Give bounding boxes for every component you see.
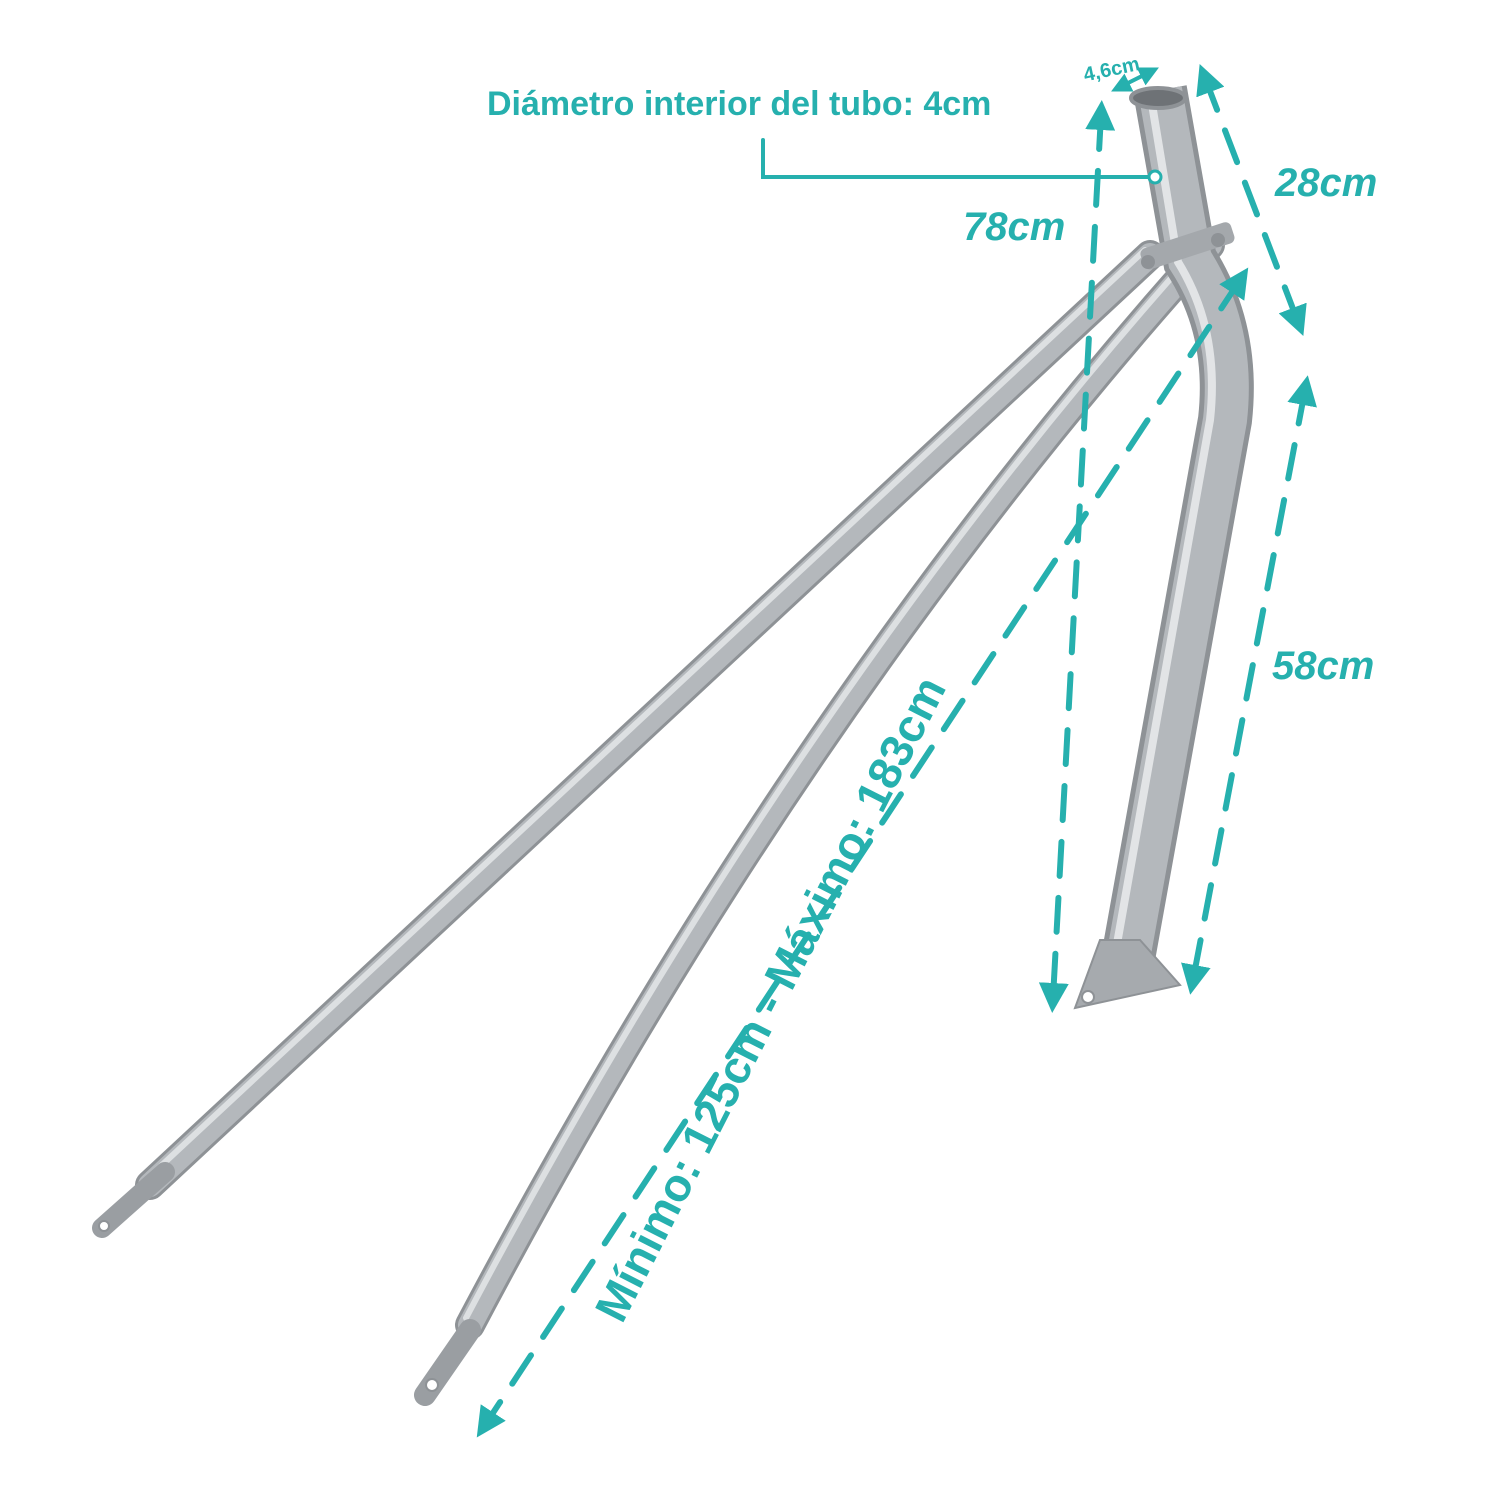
- lower-section-label: 58cm: [1272, 644, 1374, 688]
- lower-section-dimension: [1181, 375, 1317, 995]
- outer-diameter-arrow: [1111, 67, 1159, 92]
- top-section-dimension: [1196, 63, 1307, 337]
- dimension-annotations: [476, 63, 1317, 1438]
- total-height-label: 78cm: [963, 205, 1065, 249]
- tube-opening: [1129, 86, 1187, 110]
- inner-diameter-label: Diámetro interior del tubo: 4cm: [487, 85, 991, 123]
- inner-diameter-leader: [761, 138, 1152, 179]
- strut-range-dimension: [476, 267, 1249, 1438]
- main-mast: [1073, 85, 1254, 1010]
- left-strut: [92, 240, 1165, 1238]
- top-section-label: 28cm: [1274, 161, 1377, 205]
- dimension-labels: 4,6cm Diámetro interior del tubo: 4cm 28…: [487, 53, 1377, 1329]
